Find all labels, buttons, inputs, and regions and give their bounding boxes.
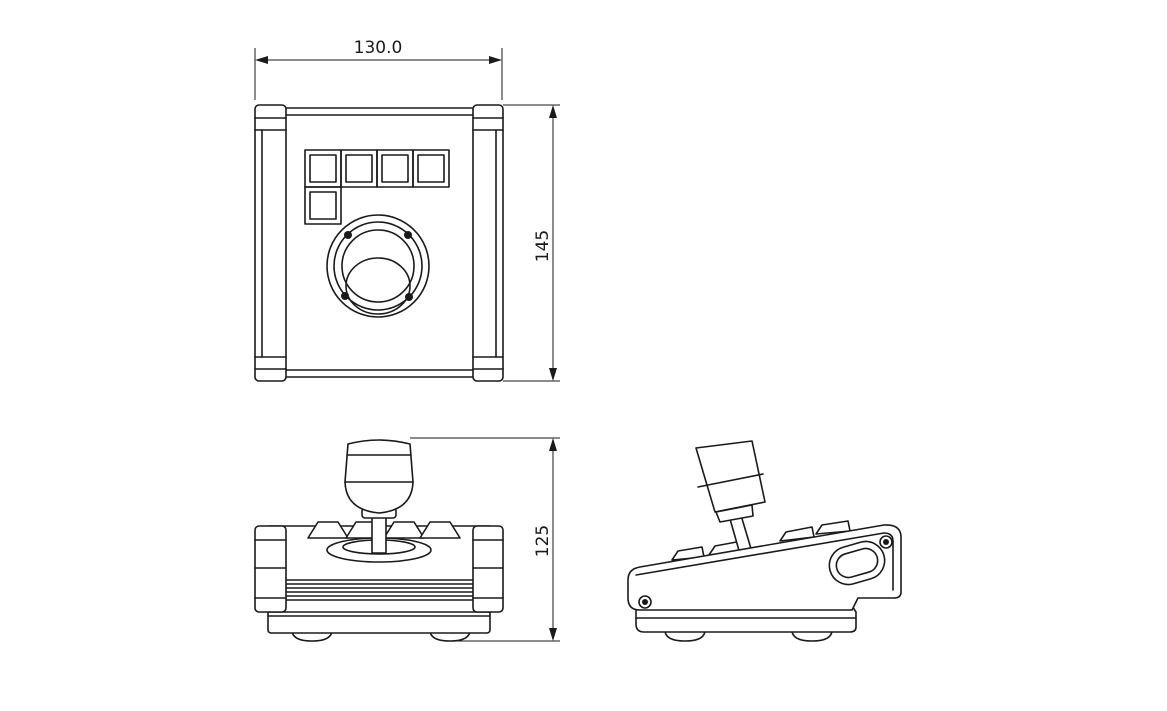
width-dimension-label: 130.0 [354, 38, 403, 58]
side-keys [671, 520, 851, 561]
side-height-dimension-label: 125 [533, 525, 553, 557]
side-view [627, 440, 902, 642]
groove-band [282, 579, 476, 601]
width-dimension: 130.0 [254, 38, 503, 100]
joystick-top [326, 214, 430, 318]
height-dimension: 145 [503, 104, 560, 382]
front-keys [307, 521, 461, 539]
top-view: 130.0 145 [254, 38, 560, 382]
front-view: 125 [254, 437, 560, 642]
side-height-dimension: 125 [410, 437, 560, 642]
height-dimension-label: 145 [533, 230, 553, 262]
top-keys [304, 149, 450, 225]
